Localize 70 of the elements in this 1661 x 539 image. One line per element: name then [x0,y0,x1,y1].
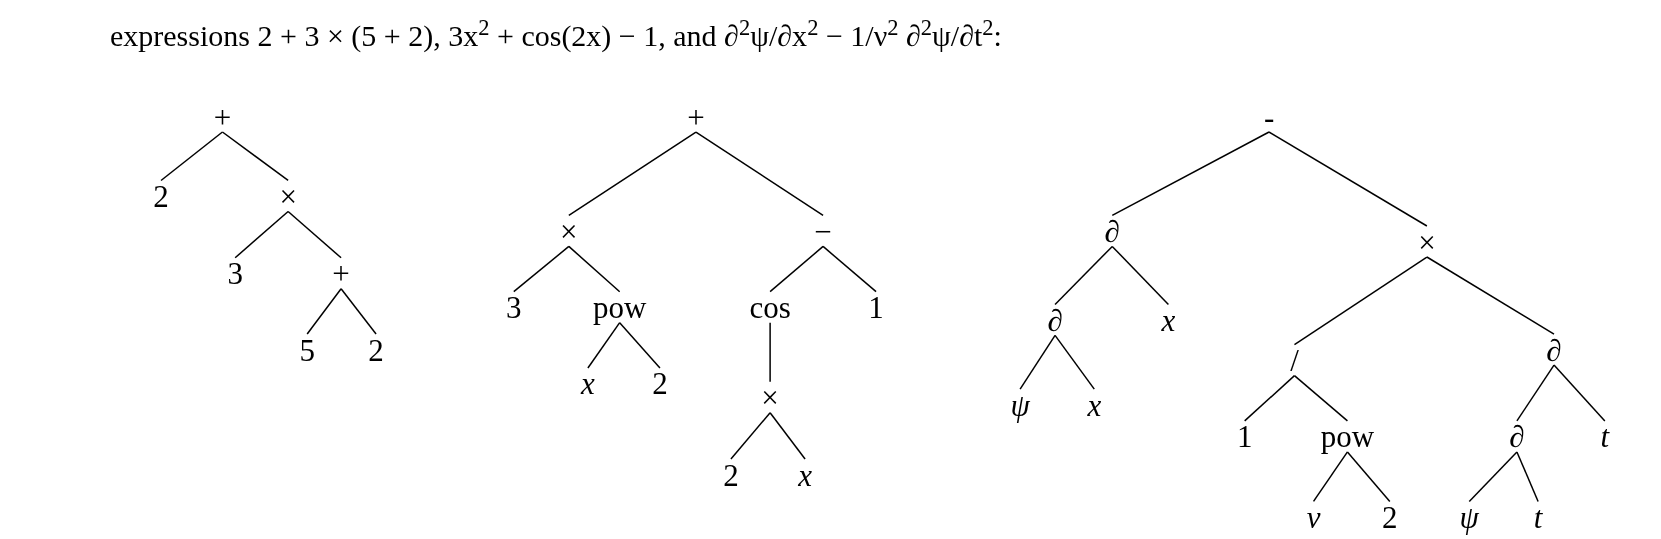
tree-node-symbol: × [760,381,780,413]
tree-branch [1293,256,1428,346]
tree-node-symbol: x [580,367,596,399]
tree-branch [1054,334,1095,390]
tree-node-symbol: ∂ [1046,304,1064,336]
tree-node-symbol: ψ [1458,501,1480,533]
tree-branch [1516,451,1539,503]
tree-node-symbol: − [813,215,833,247]
tree-node-symbol: 2 [722,459,740,491]
tree-branch [587,321,621,369]
tree-branch [1268,131,1428,227]
tree-node-symbol: ν [1305,501,1322,533]
tree-node-symbol: ψ [1009,389,1031,421]
tree-node-symbol: + [331,257,351,289]
tree-branch [1312,451,1349,503]
tree-node-symbol: × [1417,226,1437,257]
tree-branch [1553,364,1606,422]
tree-node-symbol: x [797,459,813,491]
tree-node-symbol: ∂ [1545,334,1563,366]
tree-branch [287,210,342,259]
tree-branch [1111,131,1270,217]
tree-branch [160,131,224,182]
tree-node-symbol: 2 [1381,501,1399,533]
tree-branch [234,210,289,259]
tree-node-symbol: 2 [152,180,170,212]
tree-branch [618,321,661,369]
tree-node-symbol: 3 [226,257,244,289]
tree-branch [1293,374,1349,422]
tree-branch [513,245,570,293]
tree-node-symbol: ∂ [1103,215,1121,247]
caption-text: expressions 2 + 3 × (5 + 2), 3x$^{2}$ + cos(2x) − 1, and ∂$^{2}$ψ/∂x$^{2}$ − 1/ν$^{2}$ ∂$^{2}$ψ/∂t$^{2}$: [110,18,1002,54]
tree-branch [769,245,824,293]
tree-node-symbol: / [1289,344,1300,376]
tree-node-symbol: + [686,101,706,132]
tree-branch [1426,256,1555,335]
tree-node-symbol: 1 [867,291,885,323]
tree-branch [769,412,806,460]
tree-node-symbol: ∂ [1508,420,1526,452]
tree-branch [340,288,377,335]
tree-node-symbol: x [1160,304,1177,336]
tree-branch [1516,364,1555,422]
tree-branch [221,131,289,182]
tree-node-symbol: × [559,215,579,247]
tree-branch [568,131,697,217]
tree-node-symbol: pow [592,291,648,323]
tree-node-symbol: 2 [367,334,385,366]
tree-branch [1111,245,1170,306]
tree-node-symbol: x [1086,389,1103,421]
tree-node-symbol: 3 [505,291,523,323]
tree-node-symbol: cos [748,291,792,323]
tree-branch [822,245,877,293]
tree-branch [1054,245,1113,306]
tree-node-symbol: 1 [1235,420,1254,452]
tree-node-symbol: t [1599,420,1611,452]
tree-branch [306,288,342,335]
tree-branch [730,412,771,460]
tree-branch [1346,451,1391,503]
tree-branch [1243,374,1296,422]
tree-branch [1468,451,1518,503]
tree-node-symbol: 5 [298,334,316,366]
tree-branch [695,131,824,217]
tree-node-symbol: pow [1319,420,1376,452]
tree-node-symbol: - [1262,101,1276,132]
tree-branch [769,321,771,383]
tree-node-symbol: 2 [651,367,669,399]
tree-node-symbol: × [278,180,298,212]
tree-branch [568,245,621,293]
tree-branch [1019,334,1056,390]
tree-node-symbol: t [1532,501,1544,533]
tree-node-symbol: + [212,101,233,132]
